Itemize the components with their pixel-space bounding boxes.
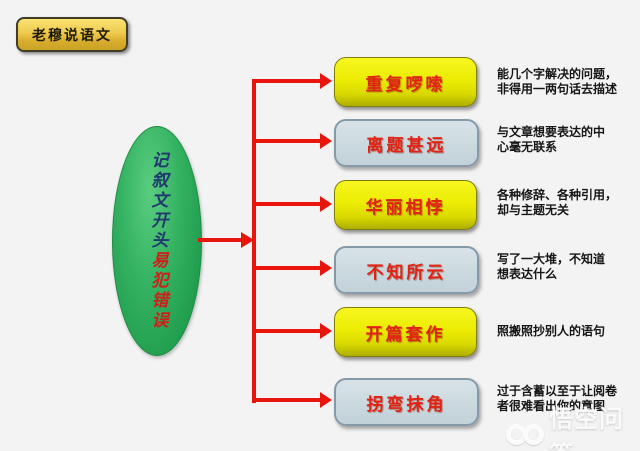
- branch-line-4: [254, 266, 320, 270]
- node-description-1: 能几个字解决的问题， 非得用一两句话去描述: [497, 67, 618, 96]
- topic-text-part1: 记叙文开头: [147, 151, 168, 251]
- node-description-2: 与文章想要表达的中 心毫无联系: [497, 125, 606, 154]
- node-label-3: 华丽相悖: [365, 197, 446, 217]
- branch-line-1: [254, 79, 320, 83]
- node-description-5: 照搬照抄别人的语句: [497, 324, 606, 338]
- branch-line-2: [254, 139, 320, 143]
- node-box-3: 华丽相悖: [334, 180, 477, 230]
- branch-arrowhead-icon-5: [320, 323, 332, 339]
- branch-line-3: [254, 202, 320, 206]
- branch-arrowhead-icon-3: [320, 196, 332, 212]
- watermark: 悟空问答: [506, 406, 640, 451]
- branch-arrowhead-icon-2: [320, 133, 332, 149]
- node-label-4: 不知所云: [366, 262, 447, 282]
- node-label-6: 拐弯抹角: [366, 394, 447, 414]
- root-arrow-line: [198, 238, 241, 242]
- watermark-label: 悟空问答: [549, 406, 624, 451]
- node-label-2: 离题甚远: [366, 135, 447, 155]
- root-arrowhead-icon: [241, 232, 254, 248]
- branch-line-6: [254, 398, 320, 402]
- node-box-6: 拐弯抹角: [334, 378, 479, 426]
- branch-arrowhead-icon-4: [320, 260, 332, 276]
- node-box-4: 不知所云: [334, 246, 479, 294]
- topic-vertical-text: 记叙文开头易犯错误: [147, 151, 168, 331]
- topic-text-part2: 易犯错误: [147, 251, 168, 331]
- node-label-1: 重复啰嗦: [365, 74, 446, 94]
- brand-badge-label: 老穆说语文: [32, 26, 112, 43]
- node-box-5: 开篇套作: [334, 307, 477, 357]
- node-description-6: 过于含蓄以至于让阅卷 者很难看出你的意图: [497, 384, 618, 413]
- wukong-glasses-icon: [506, 423, 544, 445]
- node-box-1: 重复啰嗦: [334, 57, 477, 107]
- trunk-line: [252, 79, 256, 403]
- topic-ellipse: 记叙文开头易犯错误: [112, 126, 202, 356]
- node-box-2: 离题甚远: [334, 119, 479, 167]
- brand-badge: 老穆说语文: [16, 17, 128, 52]
- branch-arrowhead-icon-6: [320, 392, 332, 408]
- branch-line-5: [254, 329, 320, 333]
- node-description-4: 写了一大堆，不知道 想表达什么: [497, 252, 606, 281]
- node-label-5: 开篇套作: [365, 324, 446, 344]
- branch-arrowhead-icon-1: [320, 73, 332, 89]
- node-description-3: 各种修辞、各种引用， 却与主题无关: [497, 188, 618, 217]
